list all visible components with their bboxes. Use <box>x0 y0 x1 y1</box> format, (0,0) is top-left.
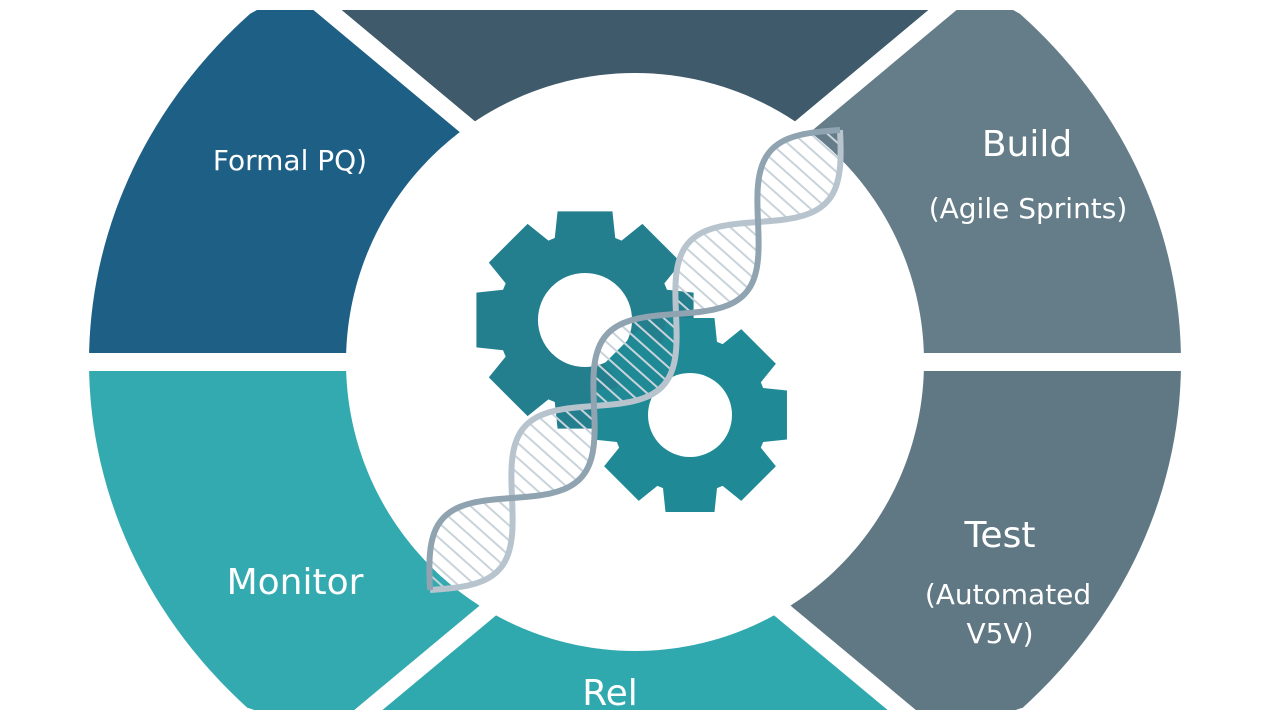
dna-rung <box>433 532 487 581</box>
dna-rung <box>773 146 832 198</box>
dna-rung <box>510 466 543 496</box>
dna-rung <box>537 415 591 464</box>
dna-rung <box>756 190 789 220</box>
dna-rung <box>609 330 668 382</box>
dna-rung <box>795 135 840 175</box>
build-subtitle: (Agile Sprints) <box>928 192 1128 225</box>
dna-rung <box>758 177 803 217</box>
monitor-title: Monitor <box>226 562 364 603</box>
dna-rung <box>594 361 639 401</box>
formal-pq-label: Formal PQ) <box>212 144 368 177</box>
dna-rung <box>809 132 842 162</box>
dna-rung <box>679 256 733 305</box>
dna-rung <box>467 503 512 543</box>
dna-rung <box>430 545 475 585</box>
dna-rung <box>455 507 509 556</box>
dna-rung <box>645 316 678 346</box>
dna-rung <box>676 269 721 309</box>
dna-rung <box>563 408 596 438</box>
dna-rung <box>727 224 760 254</box>
dna-rung <box>761 164 815 213</box>
build-title: Build <box>981 124 1073 165</box>
dna-rung <box>631 319 676 359</box>
dna-rung <box>602 338 661 390</box>
dna-rung <box>674 282 707 312</box>
dna-rung <box>691 238 750 290</box>
test-subtitle-line2: V5V) <box>966 617 1034 650</box>
test-subtitle-line1: (Automated <box>924 578 1092 611</box>
dna-helix-icon <box>426 127 844 593</box>
dna-strand <box>426 127 841 591</box>
release-title: Rel <box>582 673 638 714</box>
dna-rung <box>592 374 625 404</box>
dna-rung <box>445 514 504 566</box>
dna-rung <box>619 323 673 372</box>
gear-icon-2-hole <box>648 373 732 457</box>
dna-rung <box>428 558 461 588</box>
dna-rung <box>684 246 743 298</box>
dna-rung <box>512 453 557 493</box>
dna-rung <box>597 348 651 397</box>
dna-rung <box>481 500 514 530</box>
dna-rung <box>438 522 497 574</box>
dna-rung <box>527 422 586 474</box>
dna-rung <box>701 231 755 280</box>
dna-rung <box>766 154 825 206</box>
dna-rung <box>783 139 837 188</box>
dna-rung <box>713 227 758 267</box>
test-title: Test <box>964 515 1036 556</box>
dna-strand <box>429 129 844 593</box>
dna-rung <box>549 411 594 451</box>
dna-rung <box>520 430 579 482</box>
dna-rung <box>515 440 569 489</box>
